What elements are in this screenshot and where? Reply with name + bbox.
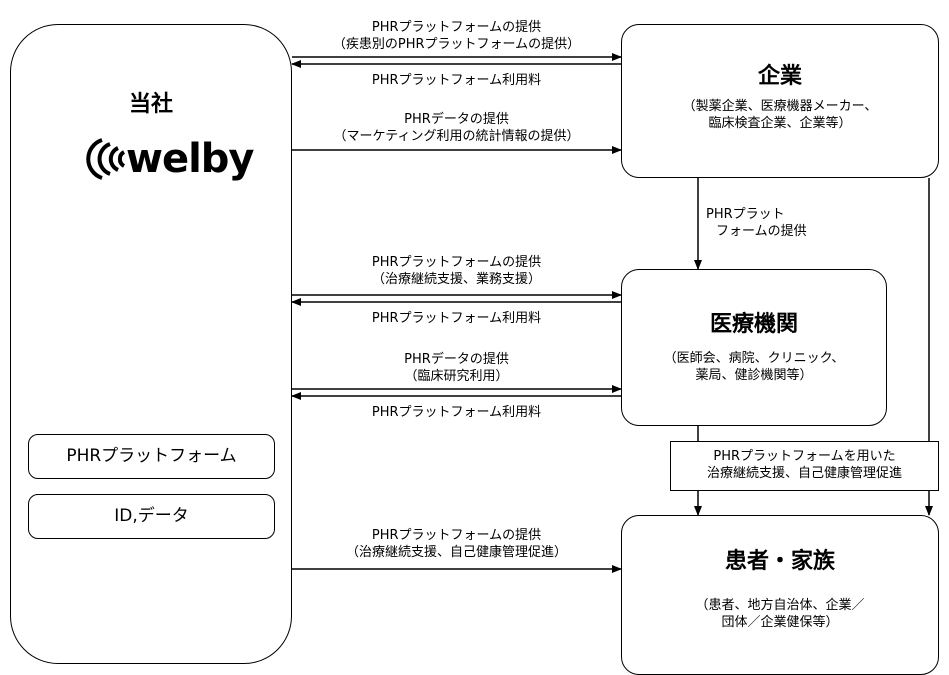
flow-patient-platform-2: （治療継続支援、自己健康管理促進） — [345, 545, 567, 560]
enterprise-subtitle-2: 臨床検査企業、企業等） — [708, 116, 852, 131]
patient-box — [621, 515, 939, 675]
flow-medical-platform-1: PHRプラットフォームの提供 — [371, 255, 542, 270]
welby-logo: welby — [82, 136, 254, 182]
flow-medical-patient-1: PHRプラットフォームを用いた — [713, 449, 896, 464]
flow-enterprise-medical-1: PHRプラット — [706, 207, 785, 222]
medical-subtitle-2: 薬局、健診機関等） — [695, 368, 813, 383]
patient-subtitle-2: 団体／企業健保等） — [721, 615, 839, 630]
flow-medical-data-2: （臨床研究利用） — [404, 369, 509, 384]
flow-enterprise-fee: PHRプラットフォーム利用料 — [371, 73, 542, 88]
enterprise-title: 企業 — [757, 64, 802, 89]
company-label: 当社 — [128, 92, 173, 117]
flow-enterprise-platform-1: PHRプラットフォームの提供 — [371, 20, 542, 35]
flow-medical-fee-2: PHRプラットフォーム利用料 — [371, 405, 542, 420]
flow-medical-platform-2: （治療継続支援、業務支援） — [371, 272, 541, 287]
welby-wordmark: welby — [126, 136, 254, 182]
company-item-id-data-label: ID,データ — [114, 506, 189, 526]
medical-title: 医療機関 — [709, 312, 798, 337]
company-panel — [10, 24, 292, 664]
flow-enterprise-medical-2: フォームの提供 — [716, 224, 807, 239]
welby-arc-icon — [86, 138, 126, 180]
enterprise-subtitle-1: （製薬企業、医療機器メーカー、 — [682, 99, 878, 114]
medical-patient-label-box — [670, 441, 939, 491]
patient-title: 患者・家族 — [724, 549, 835, 574]
company-item-platform-label: PHRプラットフォーム — [66, 446, 237, 466]
company-item-platform: PHRプラットフォーム — [28, 434, 275, 479]
patient-subtitle-1: （患者、地方自治体、企業／ — [695, 598, 865, 613]
medical-subtitle-1: （医師会、病院、クリニック、 — [663, 351, 845, 366]
enterprise-box — [621, 24, 939, 178]
medical-box — [621, 269, 887, 426]
flow-medical-patient-2: 治療継続支援、自己健康管理促進 — [706, 466, 902, 481]
company-item-id-data: ID,データ — [28, 494, 275, 539]
flow-enterprise-data-2: （マーケティング利用の統計情報の提供） — [333, 129, 580, 144]
flow-enterprise-platform-2: （疾患別のPHRプラットフォームの提供） — [332, 37, 581, 52]
flow-medical-fee-1: PHRプラットフォーム利用料 — [371, 311, 542, 326]
flow-enterprise-data-1: PHRデータの提供 — [404, 112, 509, 127]
flow-medical-data-1: PHRデータの提供 — [404, 352, 509, 367]
flow-patient-platform-1: PHRプラットフォームの提供 — [371, 528, 542, 543]
